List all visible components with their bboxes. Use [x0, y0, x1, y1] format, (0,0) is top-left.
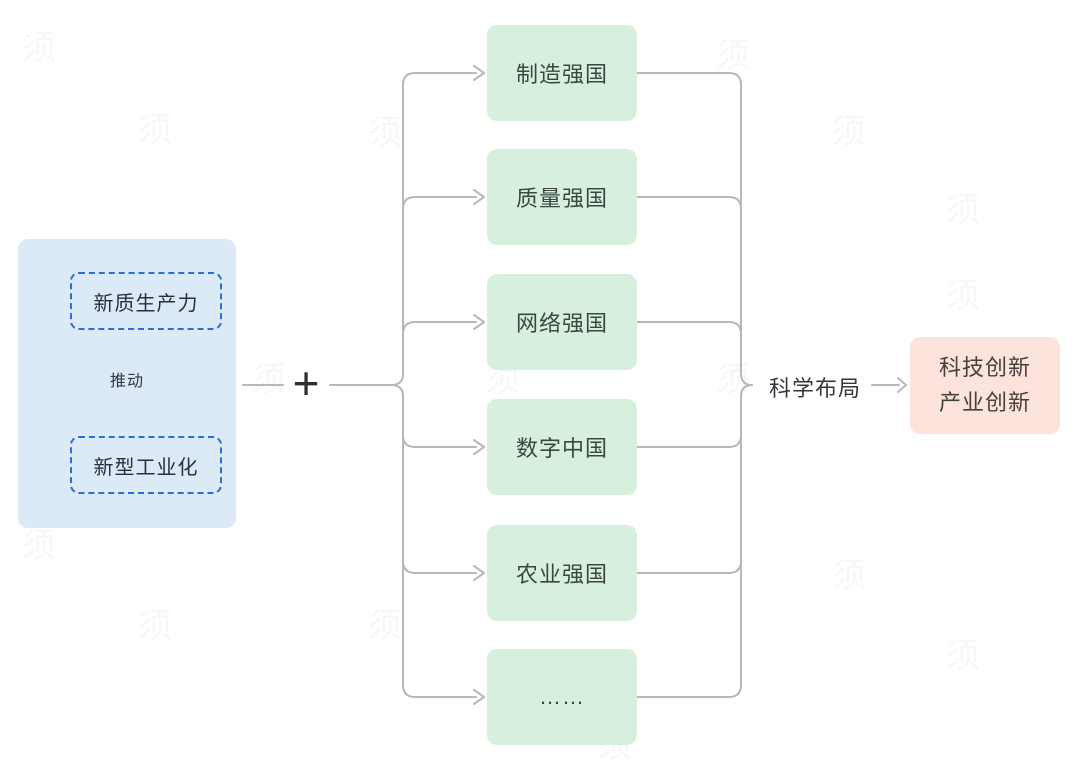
branch-box-quality-power: 质量强国	[487, 149, 637, 245]
branch-box-ellipsis: ……	[487, 649, 637, 745]
converge-label-scientific-layout: 科学布局	[768, 376, 861, 401]
branch-box-manufacturing-power: 制造强国	[487, 25, 637, 121]
result-box-innovation: 科技创新 产业创新	[910, 337, 1060, 434]
branch-box-network-power: 网络强国	[487, 274, 637, 370]
arrow-label-drive: 推动	[109, 373, 144, 390]
node-new-quality-productive-forces: 新质生产力	[70, 272, 222, 330]
branch-box-digital-china: 数字中国	[487, 399, 637, 495]
node-new-industrialization: 新型工业化	[70, 436, 222, 494]
result-line-industry-innovation: 产业创新	[938, 389, 1031, 415]
result-line-tech-innovation: 科技创新	[938, 355, 1031, 381]
branch-box-agriculture-power: 农业强国	[487, 525, 637, 621]
source-panel: 新质生产力 推动 新型工业化	[18, 239, 236, 528]
plus-sign: +	[292, 357, 320, 409]
